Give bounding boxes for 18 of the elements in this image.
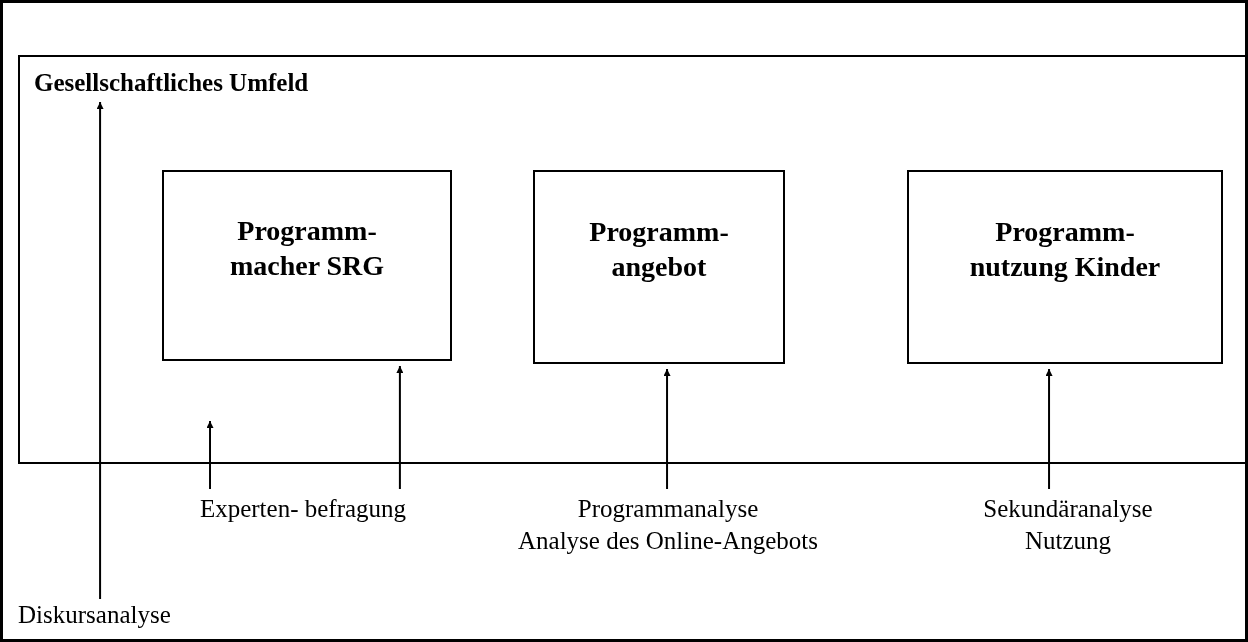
arrow <box>1045 368 1053 490</box>
environment-frame <box>18 55 1248 464</box>
process-box <box>162 170 452 361</box>
method-label: Diskursanalyse <box>18 600 171 630</box>
frame-heading: Gesellschaftliches Umfeld <box>34 69 309 97</box>
method-label: Sekundäranalyse Nutzung <box>982 494 1154 556</box>
method-label: Experten- befragung <box>199 494 407 524</box>
arrow <box>206 420 214 490</box>
method-label: Analyse des Online-Angebots <box>518 526 818 556</box>
process-box <box>533 170 785 364</box>
method-label: Programmanalyse <box>577 494 759 524</box>
box-label: Programm- nutzung Kinder <box>968 215 1162 284</box>
arrow <box>396 365 404 490</box>
arrow <box>663 368 671 490</box>
process-box <box>907 170 1223 364</box>
arrow <box>96 101 104 600</box>
box-label: Programm- macher SRG <box>228 213 386 283</box>
box-label: Programm- angebot <box>588 215 730 284</box>
